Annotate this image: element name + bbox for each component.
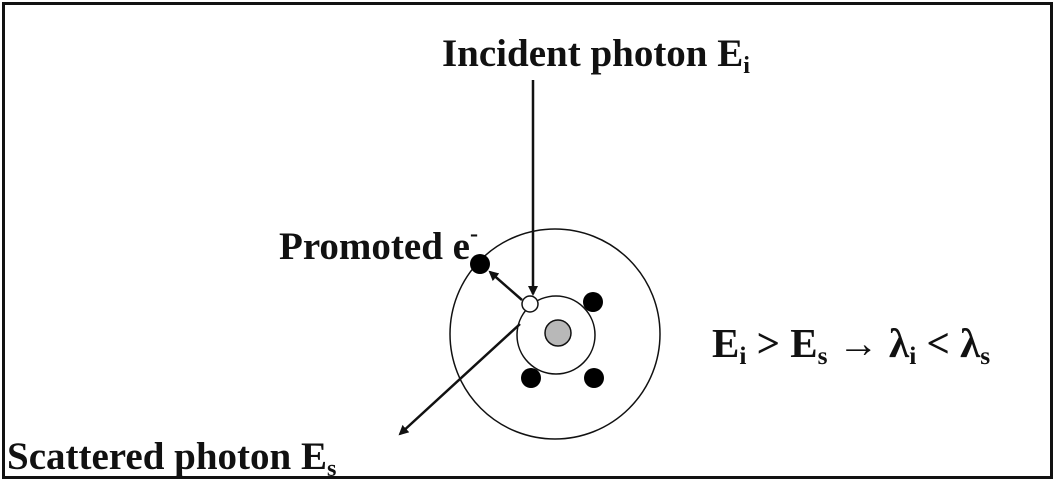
incident-photon-label: Incident photon Ei xyxy=(442,32,750,79)
inner-electron xyxy=(521,368,541,388)
energy-wavelength-relation: Ei > Es → λi < λs xyxy=(712,320,991,371)
promotion-arrow xyxy=(488,270,523,301)
inner-electron-shell xyxy=(516,295,596,375)
diagram-frame xyxy=(2,2,1053,479)
nucleus xyxy=(544,319,572,347)
inner-electron xyxy=(584,368,604,388)
scattered-photon-arrow xyxy=(398,323,521,436)
outer-electron-shell xyxy=(449,228,661,440)
electron-vacancy xyxy=(521,295,539,313)
promoted-electron-label: Promoted e- xyxy=(279,220,479,269)
scattered-photon-label: Scattered photon Es xyxy=(7,435,337,482)
promoted-electron xyxy=(470,254,490,274)
inner-electron xyxy=(583,292,603,312)
